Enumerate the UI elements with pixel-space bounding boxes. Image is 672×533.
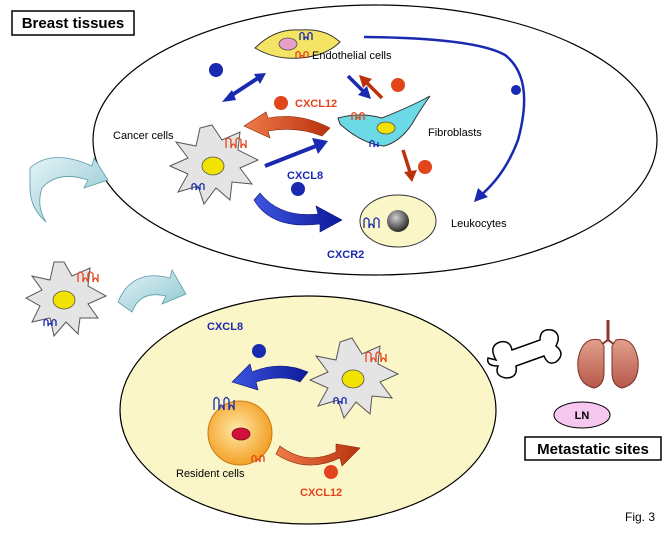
red-curved-arrow-bottom [275,443,361,467]
ligand-dot-blue-bottom [252,344,266,358]
cancer-receptor-red-niche [365,351,387,363]
ligand-dot-red-cxcl12-top [274,96,288,110]
ln-label: LN [575,410,590,422]
bone-icon [486,328,562,379]
endothelial-cell [254,29,341,59]
red-arrowhead-fibroblast-leukocyte [404,170,417,182]
figure-label: Fig. 3 [625,510,655,524]
resident-receptor-red [251,454,265,463]
endothelial-cells-label: Endothelial cells [312,50,392,62]
cancer-receptor-blue-niche [333,396,347,405]
blue-arrowhead-cancer-fibroblast [312,138,328,154]
flow-arrow-left [29,156,109,223]
cancer-receptor-blue-migrating [43,318,57,327]
cxcl8-top-label: CXCL8 [287,170,323,182]
blue-curved-arrow-top [253,192,343,233]
arrow-endothelial-fibroblast [346,74,384,100]
leukocyte-receptor-blue [363,217,380,229]
cancer-cell-upper [168,124,260,206]
ligand-dot-blue-cxcl8-top [291,182,305,196]
flow-arrow-middle [117,268,187,313]
ligand-dot-blue-right [511,85,521,95]
breast-tissues-title: Breast tissues [22,15,125,32]
ligand-dot-red-top [391,78,405,92]
leukocytes-label: Leukocytes [451,218,507,230]
breast-tissues-title-box: Breast tissues [11,10,135,36]
metastatic-sites-title: Metastatic sites [537,441,649,458]
fibroblast-receptor-red [351,111,365,121]
resident-cell [207,396,273,466]
fibroblast-receptor-blue [369,139,379,148]
blue-arrow-cancer-fibroblast [264,144,317,168]
fibroblasts-label: Fibroblasts [428,127,482,139]
blue-recruit-arrowhead [474,188,488,202]
double-arrow-cancer-endothelial [222,73,266,102]
ligand-dot-red-bottom [324,465,338,479]
red-arrow-fibroblast-leukocyte [401,149,412,173]
lungs-icon [577,320,639,389]
metastatic-niche-ellipse [119,295,497,525]
resident-cells-label: Resident cells [176,468,245,480]
blue-recruit-arrow [363,35,526,197]
cxcl12-top-label: CXCL12 [295,98,337,110]
cancer-cell-migrating [24,261,108,338]
resident-receptor-blue [213,396,235,411]
cxcr2-label: CXCR2 [327,249,364,261]
cancer-receptor-red-upper [225,137,247,149]
cancer-receptor-red-migrating [77,271,99,283]
ligand-dot-blue-top-left [209,63,223,77]
red-curved-arrow-top [243,111,331,139]
ligand-dot-red-mid [418,160,432,174]
blue-curved-arrow-bottom [231,363,309,391]
cancer-receptor-blue-upper [191,182,205,191]
metastatic-sites-box: Metastatic sites [524,436,662,461]
cancer-cell-niche [308,337,400,420]
cancer-cells-label: Cancer cells [113,130,174,142]
lymph-node-badge: LN [553,401,611,429]
endothelial-receptor-red [295,50,309,59]
cxcl12-bottom-label: CXCL12 [300,487,342,499]
fibroblast-cell [337,95,431,148]
cxcl8-bottom-label: CXCL8 [207,321,243,333]
leukocyte-cell [359,194,437,248]
endothelial-receptor-blue [299,31,313,41]
